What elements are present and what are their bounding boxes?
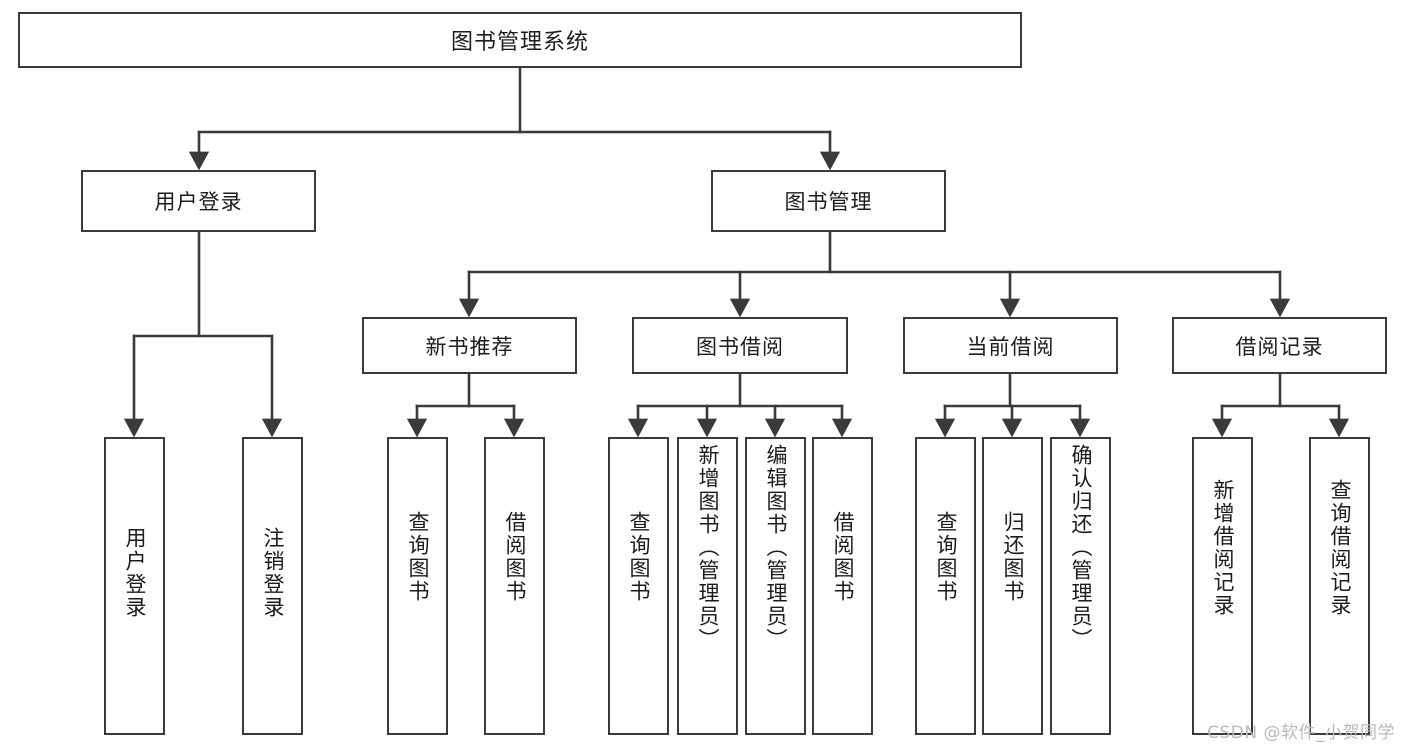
- csdn-watermark: CSDN @软件_小贺同学: [1207, 723, 1395, 743]
- leaf-user-login[interactable]: 用户登录: [104, 437, 165, 735]
- node-label: 用户登录: [154, 190, 243, 214]
- leaf-label: 确认归还（管理员）: [1068, 444, 1093, 651]
- leaf-confirm-return[interactable]: 确认归还（管理员）: [1050, 437, 1111, 735]
- node-root-system[interactable]: 图书管理系统: [18, 12, 1022, 68]
- node-book-borrow[interactable]: 图书借阅: [632, 317, 848, 374]
- leaf-label: 新增图书（管理员）: [695, 444, 720, 651]
- leaf-label: 编辑图书（管理员）: [763, 444, 788, 651]
- leaf-label: 查询图书: [405, 511, 430, 603]
- leaf-return-book[interactable]: 归还图书: [982, 437, 1043, 735]
- node-current-borrow[interactable]: 当前借阅: [903, 317, 1118, 374]
- leaf-add-borrow-record[interactable]: 新增借阅记录: [1192, 437, 1253, 735]
- node-label: 借阅记录: [1235, 334, 1324, 359]
- leaf-label: 注销登录: [260, 527, 285, 619]
- leaf-query-book-1[interactable]: 查询图书: [387, 437, 448, 735]
- leaf-query-book-3[interactable]: 查询图书: [915, 437, 976, 735]
- node-user-login[interactable]: 用户登录: [81, 170, 316, 232]
- leaf-edit-book[interactable]: 编辑图书（管理员）: [745, 437, 806, 735]
- node-book-manage[interactable]: 图书管理: [711, 170, 946, 232]
- leaf-label: 查询图书: [626, 511, 651, 603]
- leaf-add-book[interactable]: 新增图书（管理员）: [677, 437, 738, 735]
- node-label: 新书推荐: [425, 334, 514, 359]
- leaf-label: 新增借阅记录: [1210, 479, 1235, 617]
- node-label: 图书管理: [784, 190, 873, 214]
- leaf-borrow-book-1[interactable]: 借阅图书: [484, 437, 545, 735]
- leaf-label: 归还图书: [1000, 511, 1025, 603]
- node-label: 图书管理系统: [450, 30, 589, 55]
- node-borrow-record[interactable]: 借阅记录: [1172, 317, 1387, 374]
- node-new-book-recommend[interactable]: 新书推荐: [362, 317, 577, 374]
- leaf-query-book-2[interactable]: 查询图书: [608, 437, 669, 735]
- leaf-label: 用户登录: [122, 527, 147, 619]
- leaf-logout-login[interactable]: 注销登录: [242, 437, 303, 735]
- leaf-label: 借阅图书: [830, 511, 855, 603]
- leaf-label: 查询图书: [933, 511, 958, 603]
- leaf-label: 借阅图书: [502, 511, 527, 603]
- node-label: 当前借阅: [966, 334, 1055, 359]
- leaf-query-borrow-record[interactable]: 查询借阅记录: [1309, 437, 1370, 735]
- node-label: 图书借阅: [696, 334, 784, 359]
- leaf-borrow-book-2[interactable]: 借阅图书: [812, 437, 873, 735]
- leaf-label: 查询借阅记录: [1327, 479, 1352, 617]
